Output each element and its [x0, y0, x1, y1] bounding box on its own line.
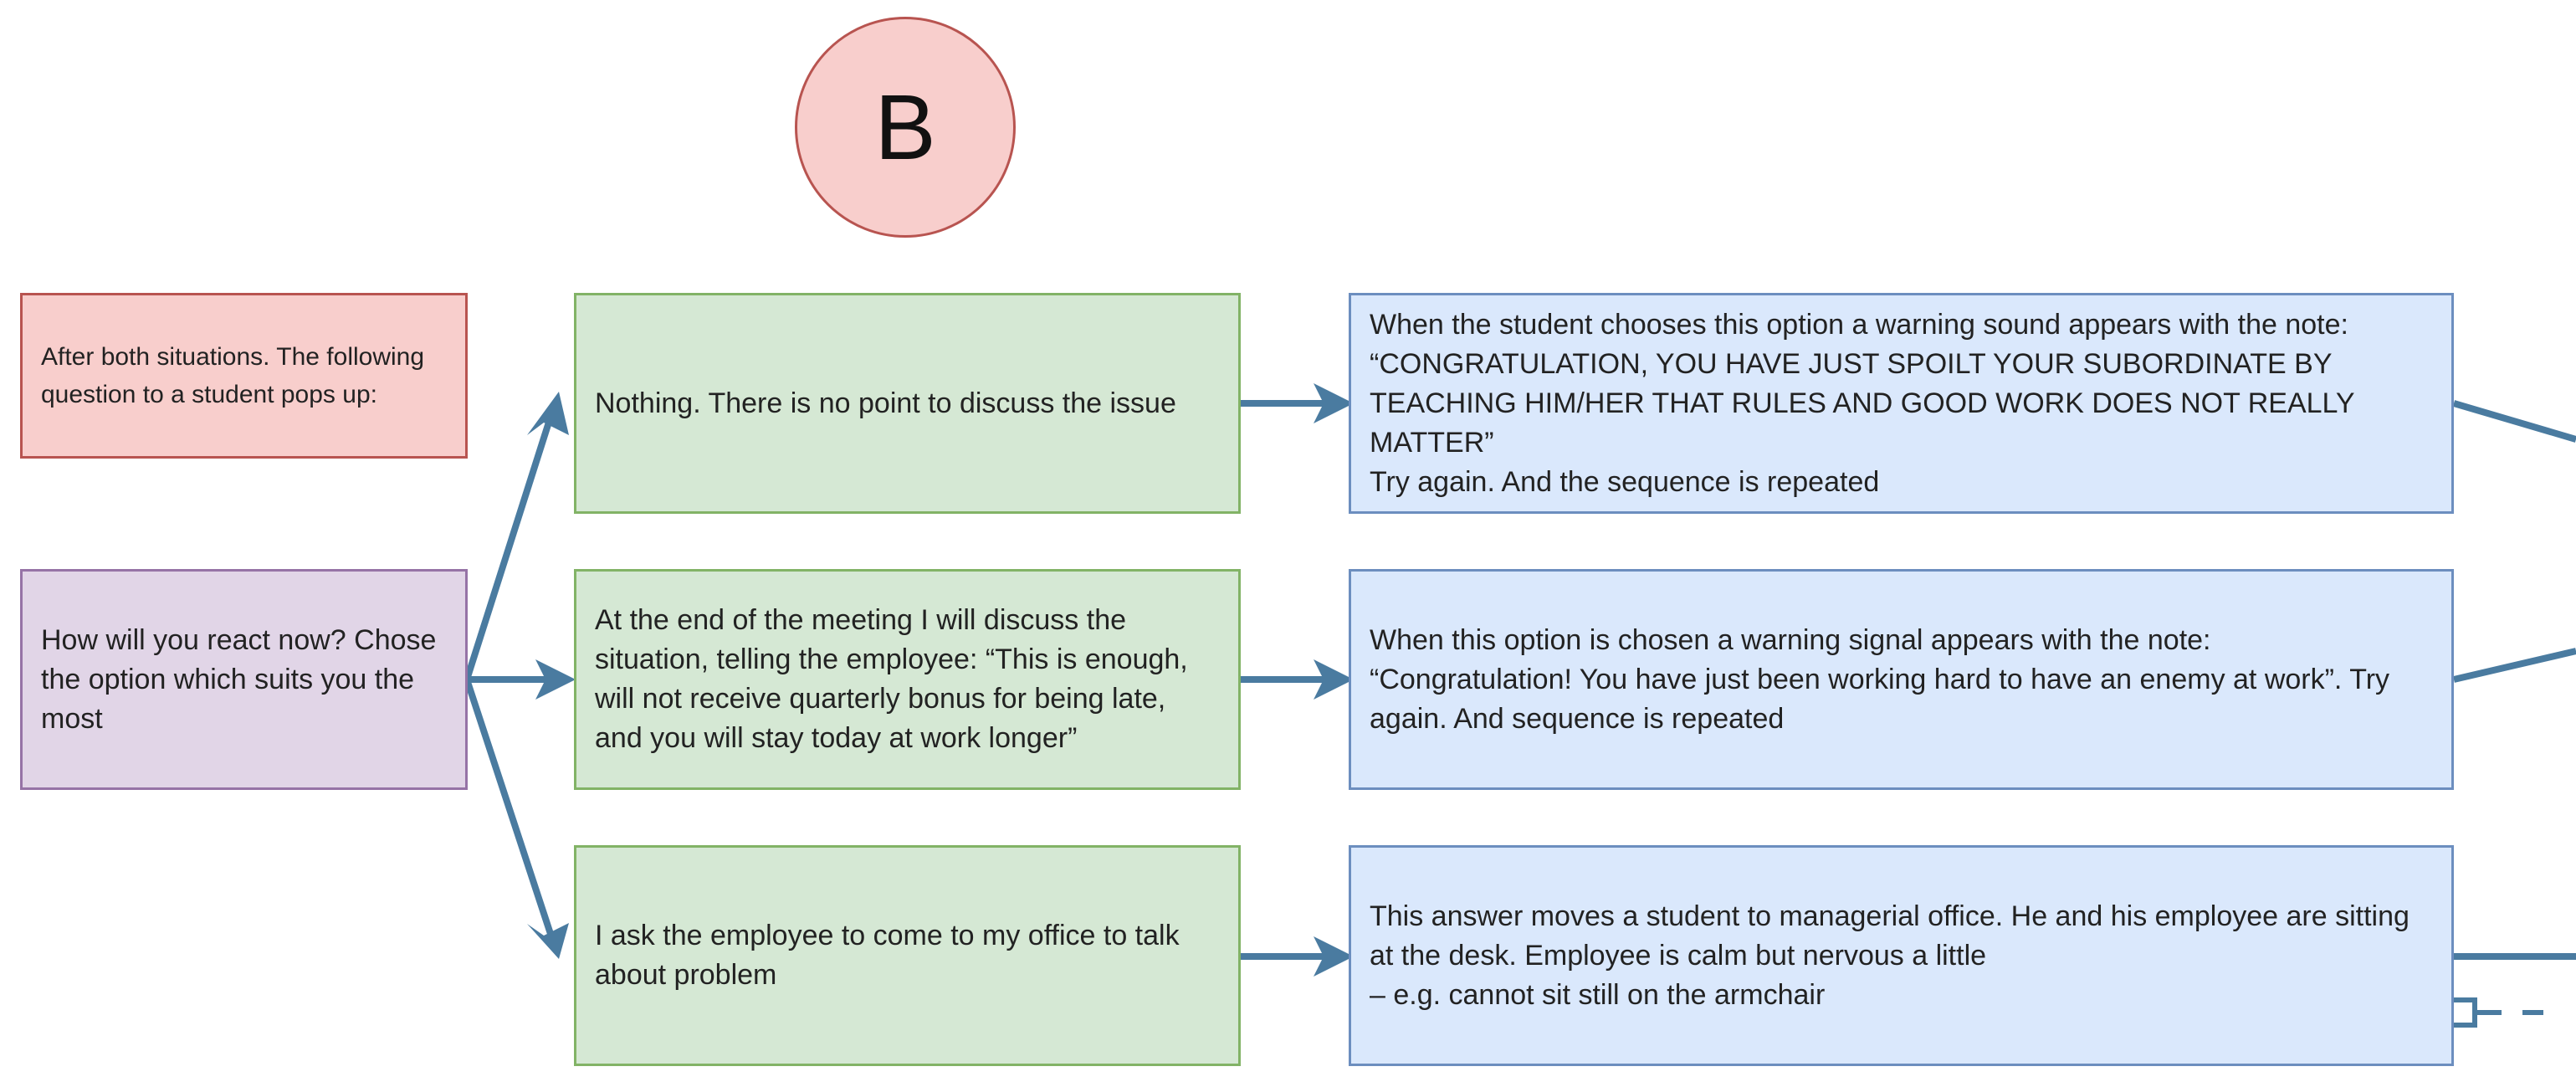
option-discuss-at-meeting-text: At the end of the meeting I will discuss…: [595, 604, 1188, 754]
question-to-option3-arrow: [463, 678, 569, 959]
question-box: How will you react now? Chose the option…: [20, 569, 468, 790]
result-enemy-at-work-text: When this option is chosen a warning sig…: [1370, 623, 2390, 735]
option-nothing: Nothing. There is no point to discuss th…: [574, 293, 1241, 514]
option2-to-result2-arrow: [1241, 659, 1354, 700]
question-to-option1-arrow: [463, 392, 569, 681]
option1-to-result1-arrow: [1241, 383, 1354, 423]
result-enemy-at-work: When this option is chosen a warning sig…: [1349, 569, 2454, 790]
result2-outgoing-connector: [2453, 648, 2576, 683]
result-spoilt-subordinate: When the student chooses this option a w…: [1349, 293, 2454, 514]
intro-note: After both situations. The following que…: [20, 293, 468, 459]
result-managerial-office-text: This answer moves a student to manageria…: [1370, 900, 2410, 1011]
intro-note-text: After both situations. The following que…: [41, 343, 425, 408]
option-office-talk: I ask the employee to come to my office …: [574, 845, 1241, 1066]
question-to-option2-arrow: [467, 659, 576, 700]
option3-to-result3-arrow: [1241, 936, 1354, 977]
result3-dashed-connector: [2447, 997, 2543, 1028]
option-office-talk-text: I ask the employee to come to my office …: [595, 920, 1180, 991]
section-marker-b: B: [795, 17, 1016, 238]
option-nothing-text: Nothing. There is no point to discuss th…: [595, 387, 1176, 419]
result-spoilt-subordinate-text: When the student chooses this option a w…: [1370, 308, 2354, 498]
question-box-text: How will you react now? Chose the option…: [41, 623, 437, 735]
option-discuss-at-meeting: At the end of the meeting I will discuss…: [574, 569, 1241, 790]
result-managerial-office: This answer moves a student to manageria…: [1349, 845, 2454, 1066]
result1-outgoing-connector: [2452, 400, 2576, 443]
section-marker-label: B: [874, 75, 936, 179]
